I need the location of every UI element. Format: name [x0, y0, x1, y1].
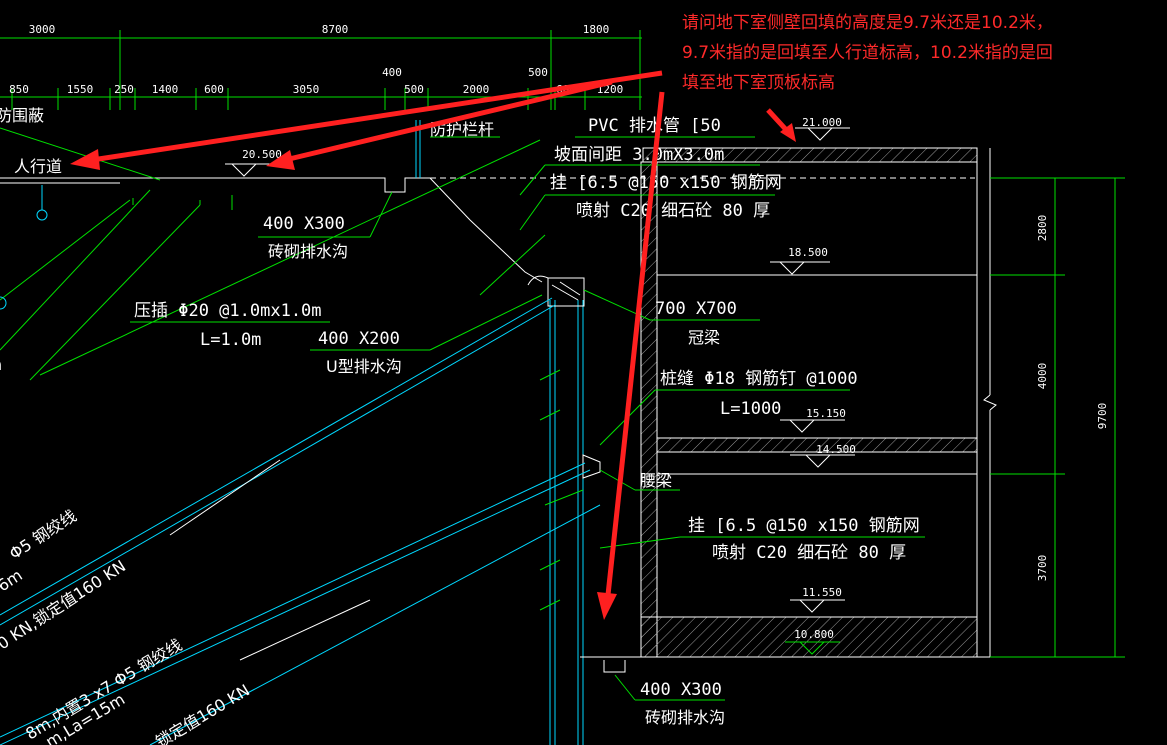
elev-18500: 18.500 [788, 246, 828, 259]
retaining-pile [527, 275, 601, 745]
elev-10800: 10.800 [794, 628, 834, 641]
label-sidewalk: 人行道 [14, 157, 62, 176]
label-press-insert: 压插 Φ20 @1.0mx1.0m [134, 301, 322, 321]
dim-9700: 9700 [1096, 403, 1109, 430]
elev-20500: 20.500 [242, 148, 282, 161]
label-slope-spacing: 坡面间距 3.0mX3.0m [554, 145, 724, 165]
label-guardrail: 防护栏杆 [430, 120, 494, 139]
dim-3000: 3000 [29, 23, 56, 36]
dim-3050: 3050 [293, 83, 320, 96]
label-bottom-drain-size: 400 X300 [640, 680, 722, 700]
label-shotcrete-bottom: 喷射 C20 细石砼 80 厚 [712, 543, 906, 563]
question-note-line3: 填至地下室顶板标高 [682, 73, 835, 93]
elevation-markers [770, 127, 855, 655]
dim-1550: 1550 [67, 83, 94, 96]
label-pvc-pipe: PVC 排水管 [50 [588, 116, 721, 136]
dim-2000: 2000 [463, 83, 490, 96]
ground-surface [0, 120, 975, 381]
label-anchor2-a: 8m,内置3 x7 Φ5 钢绞线 [22, 635, 185, 743]
label-crown-beam: 冠梁 [688, 328, 720, 347]
label-anchor1-c: 0 KN,锁定值160 KN [0, 556, 129, 653]
dim-500b: 500 [528, 66, 548, 79]
label-waist-beam: 腰梁 [640, 471, 672, 490]
label-mesh-top: 挂 [6.5 @150 x150 钢筋网 [550, 173, 782, 193]
label-bottom-drain: 砖砌排水沟 [645, 708, 725, 727]
question-note-line2: 9.7米指的是回填至人行道标高，10.2米指的是回 [682, 43, 1053, 63]
dim-1800: 1800 [583, 23, 610, 36]
dim-3700: 3700 [1036, 555, 1049, 582]
dim-600: 600 [204, 83, 224, 96]
dim-2800: 2800 [1036, 215, 1049, 242]
label-u-drain: U型排水沟 [326, 357, 402, 376]
dim-8700: 8700 [322, 23, 349, 36]
dim-250: 250 [114, 83, 134, 96]
label-anchor1-a: Φ5 钢绞线 [6, 506, 80, 563]
dim-4000: 4000 [1036, 363, 1049, 390]
dim-400: 400 [382, 66, 402, 79]
label-shotcrete-top: 喷射 C20 细石砼 80 厚 [576, 201, 770, 221]
elev-14500: 14.500 [816, 443, 856, 456]
anchor-cables [0, 297, 601, 745]
label-u-drain-size: 400 X200 [318, 329, 400, 349]
label-pile-nail: 桩缝 Φ18 钢筋钉 @1000 [660, 369, 858, 389]
dim-500a: 500 [404, 83, 424, 96]
right-dimension-lines [990, 177, 1125, 658]
label-anchor2-c: 锁定值160 KN [152, 681, 253, 745]
elev-11550: 11.550 [802, 586, 842, 599]
dim-850: 850 [9, 83, 29, 96]
label-mesh-bottom: 挂 [6.5 @150 x150 钢筋网 [688, 516, 920, 536]
dim-1400: 1400 [152, 83, 179, 96]
leader-lines [130, 136, 925, 701]
label-press-length: L=1.0m [200, 330, 261, 350]
basement-structure [580, 147, 1120, 673]
label-brick-drain: 砖砌排水沟 [268, 242, 348, 261]
red-annotation-arrows [70, 70, 796, 620]
label-partial-top-left: 防围蔽 [0, 106, 44, 125]
label-pile-length: L=1000 [720, 399, 781, 419]
label-crown-beam-size: 700 X700 [655, 299, 737, 319]
label-brick-drain-size: 400 X300 [263, 214, 345, 234]
label-anchor1-b: 6m [0, 565, 26, 595]
label-partial-left-h: h [0, 355, 2, 374]
question-note-line1: 请问地下室侧壁回填的高度是9.7米还是10.2米， [682, 13, 1053, 33]
elev-21000: 21.000 [802, 116, 842, 129]
elev-15150: 15.150 [806, 407, 846, 420]
